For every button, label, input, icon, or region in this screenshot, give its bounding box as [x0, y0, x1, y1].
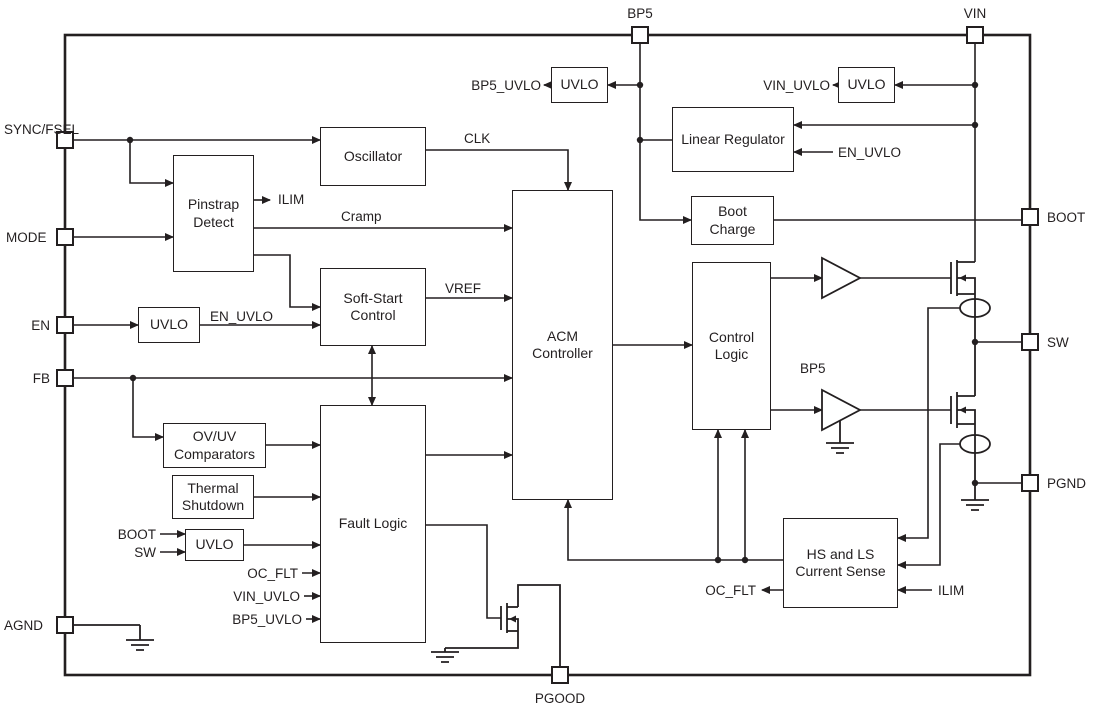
block-control-logic: Control Logic	[692, 262, 771, 430]
pin-boot	[1021, 208, 1039, 226]
ls-current-sense-ellipse-icon	[959, 434, 991, 454]
block-pinstrap-detect: Pinstrap Detect	[173, 155, 254, 272]
pin-label-fb: FB	[32, 371, 50, 386]
block-oscillator: Oscillator	[320, 127, 426, 186]
block-thermal-shutdown: Thermal Shutdown	[172, 475, 254, 519]
pin-label-bp5: BP5	[627, 6, 653, 21]
net-label-oc-flt-fault: OC_FLT	[247, 566, 298, 581]
pin-en	[56, 316, 74, 334]
net-label-sw-uvlo-in: SW	[134, 545, 156, 560]
device-boundary	[63, 33, 1032, 677]
mosfet-pgood-icon	[445, 584, 561, 666]
pin-sw	[1021, 333, 1039, 351]
pin-label-sync-fsel: SYNC/FSEL	[4, 122, 80, 137]
net-label-vin-uvlo: VIN_UVLO	[763, 78, 830, 93]
block-soft-start-control: Soft-Start Control	[320, 268, 426, 346]
mosfet-low-side-icon	[950, 392, 991, 500]
block-linear-regulator: Linear Regulator	[672, 107, 794, 172]
pin-label-mode: MODE	[6, 230, 47, 245]
mosfet-high-side-icon	[950, 260, 991, 396]
net-label-en-uvlo-softstart: EN_UVLO	[210, 309, 274, 324]
pin-label-vin: VIN	[963, 6, 987, 21]
pgnd-ground-icon	[961, 499, 989, 511]
net-label-ilim-cs: ILIM	[938, 583, 965, 598]
net-label-boot-uvlo-in: BOOT	[117, 527, 156, 542]
wires	[63, 33, 1032, 677]
net-label-clk: CLK	[464, 131, 491, 146]
pin-label-agnd: AGND	[4, 618, 44, 633]
pin-label-sw: SW	[1047, 335, 1069, 350]
net-label-bp5-uvlo: BP5_UVLO	[471, 78, 541, 93]
pin-label-pgood: PGOOD	[534, 691, 586, 706]
net-label-bp5-driver: BP5	[800, 361, 826, 376]
hs-gate-driver-icon	[821, 256, 862, 300]
pin-sync-fsel	[56, 131, 74, 149]
pin-label-en: EN	[31, 318, 50, 333]
block-fault-logic: Fault Logic	[320, 405, 426, 643]
block-hs-ls-current-sense: HS and LS Current Sense	[783, 518, 898, 608]
block-uvlo-boot-sw: UVLO	[185, 529, 244, 561]
pin-vin	[966, 26, 984, 44]
net-label-cramp: Cramp	[341, 209, 382, 224]
pin-mode	[56, 228, 74, 246]
hs-current-sense-ellipse-icon	[959, 298, 991, 318]
ground-symbols	[74, 421, 989, 663]
agnd-ground-icon	[74, 624, 154, 651]
driver-ground-icon	[826, 421, 854, 454]
pin-label-boot: BOOT	[1047, 210, 1086, 225]
block-uvlo-vin: UVLO	[838, 67, 895, 103]
net-label-ilim-pinstrap: ILIM	[278, 192, 305, 207]
ls-gate-driver-icon	[821, 388, 862, 432]
net-label-vref: VREF	[445, 281, 482, 296]
pin-pgood	[551, 666, 569, 684]
pgood-fet-ground-icon	[431, 648, 459, 663]
block-uvlo-en: UVLO	[138, 307, 200, 343]
net-label-vin-uvlo-fault: VIN_UVLO	[233, 589, 300, 604]
block-acm-controller: ACM Controller	[512, 190, 613, 500]
pin-label-pgnd: PGND	[1047, 476, 1087, 491]
block-uvlo-bp5: UVLO	[551, 67, 608, 103]
block-ov-uv-comparators: OV/UV Comparators	[163, 423, 266, 468]
junction-dots	[126, 81, 979, 564]
net-label-bp5-uvlo-fault: BP5_UVLO	[232, 612, 302, 627]
net-label-oc-flt-cs: OC_FLT	[705, 583, 756, 598]
pin-pgnd	[1021, 474, 1039, 492]
net-label-en-uvlo-linreg: EN_UVLO	[838, 145, 902, 160]
block-boot-charge: Boot Charge	[691, 196, 774, 245]
pin-bp5	[631, 26, 649, 44]
pin-fb	[56, 369, 74, 387]
gate-driver-triangle-icons	[821, 256, 862, 432]
pin-agnd	[56, 616, 74, 634]
